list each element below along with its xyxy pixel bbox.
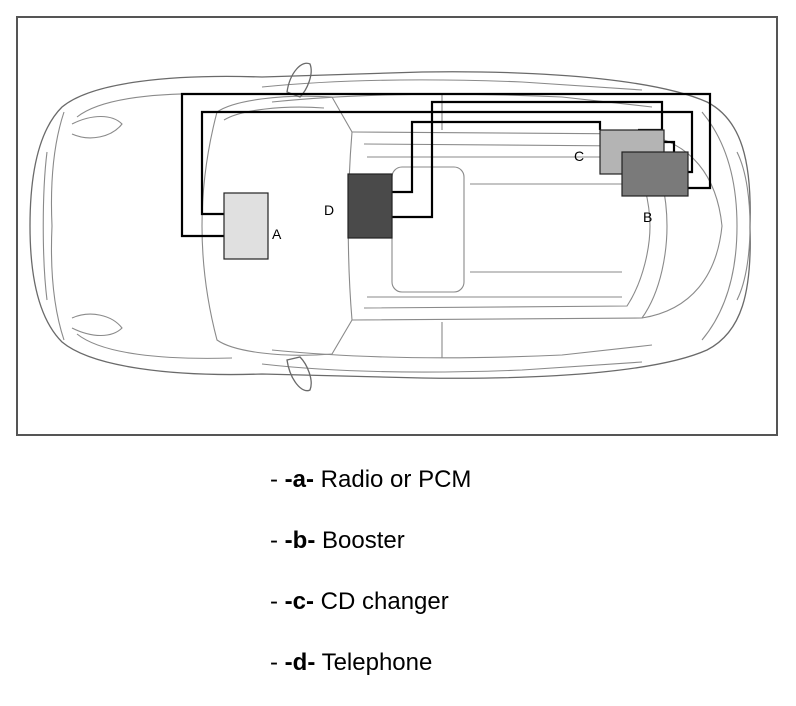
component-d-telephone [347,173,393,239]
wire-inner [200,110,694,216]
label-c: C [574,148,584,164]
legend-dash: - [270,527,285,554]
legend-code: -c- [284,588,315,615]
legend: - -a- Radio or PCM - -b- Booster - -c- C… [270,462,670,706]
legend-code: -a- [284,466,315,493]
legend-dash: - [270,649,285,676]
legend-text: Radio or PCM [314,466,472,493]
diagram-frame: A D C B [16,16,778,436]
wire-outer [180,92,712,238]
legend-code: -b- [284,527,316,554]
legend-dash: - [270,466,285,493]
car-outline [29,62,751,392]
wire-c [392,120,602,194]
legend-dash: - [270,588,285,615]
component-a-radio [223,192,269,260]
legend-text: Telephone [315,649,433,676]
legend-item-c: - -c- CD changer [270,584,670,645]
wiring-harness [180,92,712,238]
car-wiring-diagram: A D C B [29,62,751,392]
label-d: D [324,202,334,218]
legend-code: -d- [284,649,316,676]
legend-text: CD changer [314,588,449,615]
legend-item-d: - -d- Telephone [270,645,670,706]
legend-text: Booster [315,527,405,554]
label-b: B [643,209,652,225]
component-b-booster [621,151,689,197]
label-a: A [272,226,282,242]
legend-item-b: - -b- Booster [270,523,670,584]
legend-item-a: - -a- Radio or PCM [270,462,670,523]
